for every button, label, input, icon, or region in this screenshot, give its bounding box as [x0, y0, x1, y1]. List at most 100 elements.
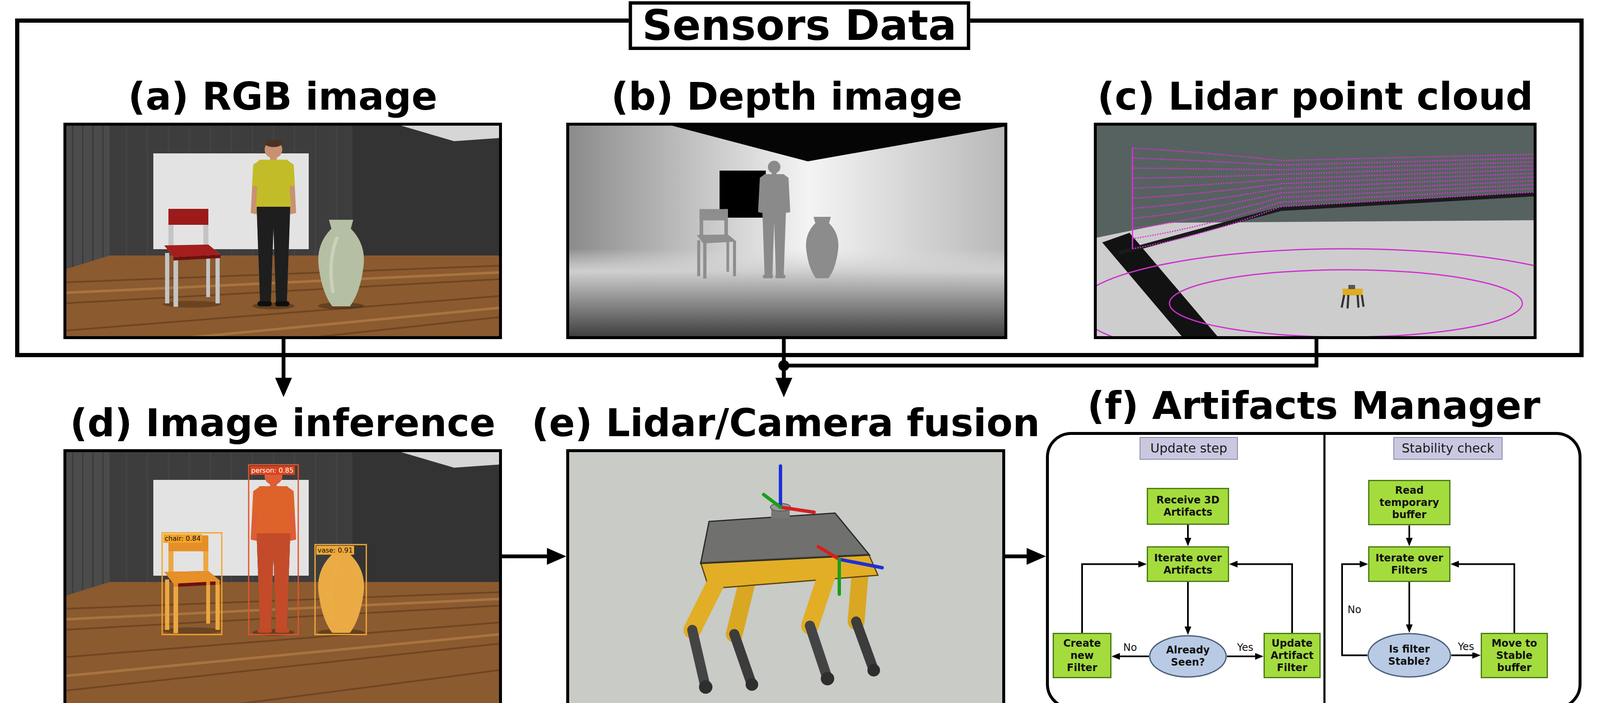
arrow-head — [1405, 537, 1413, 547]
connector — [1111, 652, 1149, 660]
image-frame — [566, 449, 1006, 703]
depth-illustration-part — [566, 122, 1008, 339]
fusion-illustration-part-part — [818, 546, 840, 560]
fusion-illustration-part — [763, 465, 883, 594]
arrow-head — [1138, 560, 1147, 568]
detection-label: person: 0.85 — [249, 465, 295, 475]
layout-lines-part — [778, 359, 790, 371]
connector-line — [1119, 655, 1149, 657]
connector — [775, 338, 793, 397]
connector-line — [1408, 525, 1411, 539]
inference-illustration-part — [164, 535, 221, 634]
lidar-illustration-part-part — [1280, 157, 1537, 166]
arrow-head — [775, 377, 793, 397]
detection-label: chair: 0.84 — [163, 533, 203, 543]
fusion-illustration-part-part — [763, 494, 781, 508]
fusion-illustration-part — [734, 570, 873, 683]
lidar-illustration-part-part — [1132, 157, 1281, 166]
image-panel: (b) Depth image — [566, 70, 1008, 339]
process-box: Read temporary buffer — [1368, 479, 1451, 526]
connector — [501, 547, 567, 565]
lidar-illustration-part-part — [1132, 202, 1281, 239]
lidar-illustration-part-part — [1132, 147, 1281, 161]
panel-heading: (d) Image inference — [70, 401, 496, 445]
connector — [1005, 547, 1046, 565]
connector — [1184, 581, 1192, 635]
tag-text: Stability check — [1401, 440, 1495, 457]
connector-line — [783, 338, 1317, 379]
depth-illustration-part — [660, 122, 1008, 162]
image-panel: (e) Lidar/Camera fusion — [566, 396, 1006, 703]
lidar-illustration-part-part — [1132, 183, 1281, 199]
decision-shape — [1368, 633, 1451, 677]
connector-line — [501, 554, 548, 559]
fusion-illustration-part — [692, 575, 827, 685]
inference-illustration-part — [162, 464, 367, 635]
step-tag: Stability check — [1393, 436, 1503, 460]
step-tag: Update step — [1139, 436, 1238, 460]
decision-shape — [1149, 635, 1227, 677]
box-text: Create new Filter — [1056, 637, 1108, 674]
depth-illustration-part-part — [806, 216, 839, 279]
edge-label: No — [1346, 603, 1363, 616]
decision-ellipse: Is filter Stable? — [1367, 632, 1452, 678]
lidar-illustration-part-part — [1132, 206, 1281, 249]
lidar-illustration-part — [1342, 288, 1363, 296]
fusion-illustration-part-part — [734, 582, 747, 634]
connector — [1405, 525, 1413, 547]
panel-heading: (e) Lidar/Camera fusion — [531, 401, 1040, 445]
tag-text: Update step — [1150, 440, 1227, 457]
panel-heading: (f) Artifacts Manager — [1087, 384, 1541, 427]
connector-line — [1187, 524, 1189, 539]
depth-illustration — [566, 122, 1008, 339]
rgb-illustration-part — [63, 122, 502, 339]
lidar-illustration-part — [1348, 284, 1356, 289]
box-text: Move to Stable buffer — [1484, 637, 1545, 674]
panel-heading: (c) Lidar point cloud — [1097, 75, 1533, 118]
lidar-illustration-part — [1093, 122, 1537, 339]
lidar-illustration-part — [1093, 220, 1537, 339]
arrow-head — [1229, 560, 1238, 568]
lidar-illustration-part-part — [1132, 168, 1281, 170]
process-box: Receive 3D Artifacts — [1146, 487, 1230, 525]
connector-line — [281, 338, 286, 379]
connector-line — [1408, 581, 1411, 625]
connector — [1184, 524, 1192, 547]
lidar-illustration-part — [1119, 194, 1537, 253]
box-text: Update Artifact Filter — [1267, 637, 1317, 674]
lidar-illustration-part — [1169, 269, 1523, 337]
process-box: Create new Filter — [1052, 632, 1112, 678]
image-panel: (f) Artifacts ManagerUpdate stepReceive … — [1045, 379, 1582, 703]
connector-line — [1342, 564, 1368, 656]
image-frame — [1093, 122, 1537, 339]
fusion-illustration-part-part — [809, 575, 827, 626]
panel-title: Sensors Data — [628, 1, 971, 50]
fusion-illustration-part — [566, 449, 1006, 703]
image-panel: (c) Lidar point cloud — [1093, 70, 1537, 339]
image-frame — [63, 449, 502, 703]
process-box: Move to Stable buffer — [1480, 632, 1548, 678]
depth-illustration-part-part — [696, 209, 737, 279]
depth-illustration-part — [566, 248, 1008, 339]
edge-label: Yes — [1456, 640, 1476, 653]
connector-line — [782, 338, 786, 379]
fusion-illustration-part — [745, 677, 759, 691]
arrow-head — [1405, 624, 1413, 633]
arrow-head — [1184, 626, 1192, 635]
sensor-panel: Sensors Data(a) RGB image(b) Depth image… — [15, 1, 1584, 358]
image-frame — [566, 122, 1008, 339]
lidar-illustration-part-part — [1280, 188, 1537, 203]
connector-line — [1451, 654, 1473, 657]
box-text: Iterate over Filters — [1371, 551, 1447, 577]
lidar-illustration — [1093, 122, 1537, 339]
decision-text: Already Seen? — [1160, 643, 1216, 669]
connector-line — [1082, 564, 1139, 634]
connector — [1450, 560, 1515, 634]
fusion-illustration-part-part — [692, 579, 718, 630]
arrow-head — [546, 547, 567, 565]
depth-illustration-part — [696, 160, 839, 279]
decision-text: Is filter Stable? — [1379, 643, 1440, 668]
process-box: Iterate over Filters — [1368, 546, 1451, 582]
fusion-illustration-part-part — [734, 633, 752, 683]
